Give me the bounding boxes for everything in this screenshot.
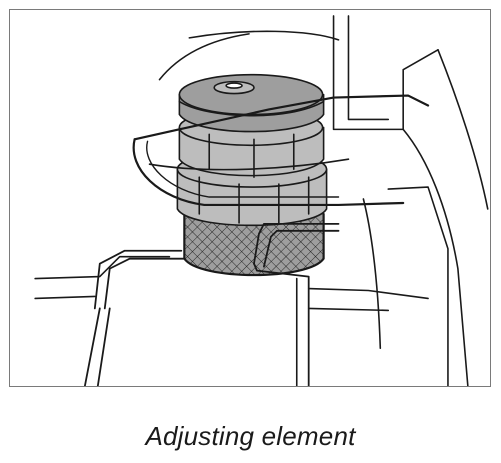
housing-back-mid [362, 198, 382, 349]
spring-clip-left [103, 257, 186, 310]
housing-far-right [437, 48, 489, 210]
base-plate-right [307, 287, 429, 300]
housing-right-side [402, 128, 469, 386]
base-plate-right2 [307, 307, 390, 312]
housing-back-right [387, 186, 449, 386]
housing-upper-curve [158, 33, 250, 81]
figure-caption: Adjusting element [145, 421, 356, 451]
base-plate-top [34, 255, 171, 280]
housing-right-inner [347, 15, 390, 121]
illustration-frame [9, 9, 491, 387]
clamp-bracket [133, 94, 430, 141]
base-plate-edge [34, 295, 96, 300]
spring-clip-right [253, 222, 340, 265]
housing-left-outline [188, 30, 340, 41]
top-cap-surface [178, 73, 324, 116]
knurled-ring [183, 212, 325, 277]
adjusting-element-illustration [34, 15, 489, 386]
